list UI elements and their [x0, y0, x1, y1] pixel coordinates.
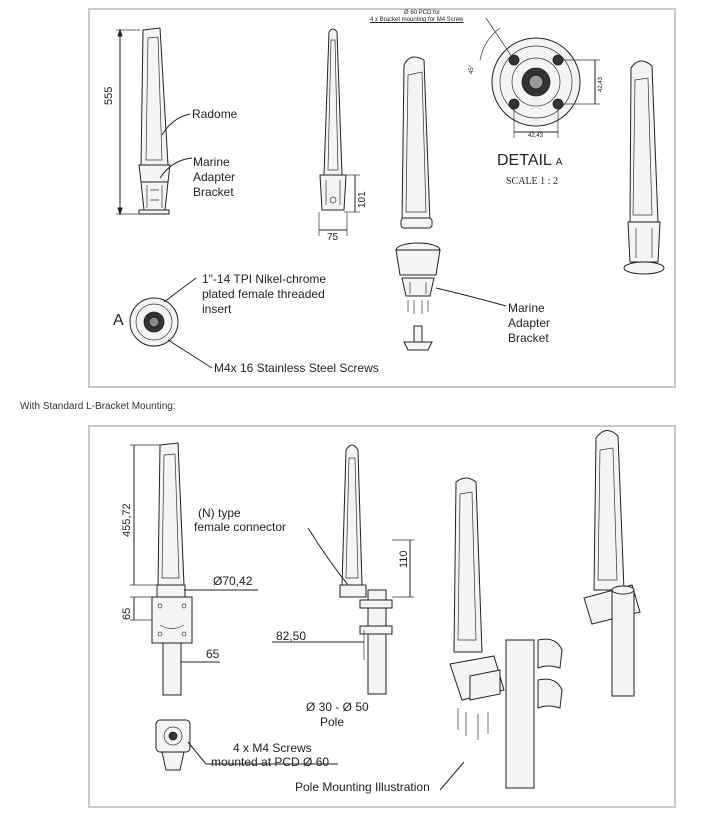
screws-count: 4 x M4 Screws	[233, 741, 312, 755]
connector-line-1: (N) type	[198, 506, 241, 520]
antenna-iso-view	[623, 60, 665, 275]
dim-101: 101	[357, 191, 368, 208]
pole-mount-illustration	[449, 477, 563, 789]
antenna-lbracket-side	[151, 442, 193, 696]
angle-45: 45°	[469, 64, 475, 74]
bracket-underside-detail	[155, 719, 191, 771]
detail-title: DETAIL A	[497, 152, 562, 170]
screws-pcd: mounted at PCD Ø 60	[211, 755, 330, 769]
detail-word: DETAIL	[497, 152, 552, 169]
detail-letter: A	[555, 157, 563, 168]
insert-line-3: insert	[202, 302, 232, 316]
bracket2-adapter: Adapter	[508, 316, 551, 330]
insert-line-1: 1"-14 TPI Nikel-chrome	[202, 272, 327, 286]
antenna-side-view-1	[138, 27, 171, 215]
dim-65-horizontal: 65	[206, 647, 220, 661]
dim-4243-vertical: 42,43	[598, 76, 604, 92]
label-bracket: Bracket	[193, 185, 234, 199]
antenna-pole-iso	[583, 430, 641, 697]
antenna-lbracket-front	[339, 444, 393, 695]
detail-scale: SCALE 1 : 2	[506, 176, 558, 187]
dim-8250: 82,50	[276, 629, 307, 643]
antenna-exploded-view	[395, 56, 441, 351]
section-caption: With Standard L-Bracket Mounting:	[20, 401, 176, 412]
label-marine: Marine	[193, 155, 230, 169]
pcd-note-2: 4 x Bracket mounting for M4 Screw	[370, 17, 464, 23]
screws-label: M4x 16 Stainless Steel Screws	[214, 361, 379, 375]
dim-4243-horizontal: 42,43	[528, 133, 544, 139]
pcd-note-1: Ø 60 PCD for	[404, 10, 441, 16]
pole-label: Pole	[320, 715, 345, 729]
label-adapter: Adapter	[193, 170, 236, 184]
antenna-front-view	[319, 28, 347, 211]
insert-line-2: plated female threaded	[202, 287, 325, 301]
pole-mount-illustration-label: Pole Mounting Illustration	[295, 780, 430, 794]
bracket2-marine: Marine	[508, 301, 545, 315]
dim-65-vertical: 65	[121, 607, 133, 620]
dim-110: 110	[398, 550, 410, 568]
connector-line-2: female connector	[194, 520, 287, 534]
label-radome: Radome	[192, 107, 238, 121]
dim-555: 555	[103, 86, 115, 105]
bracket2-bracket: Bracket	[508, 331, 549, 345]
pole-dia: Ø 30 - Ø 50	[306, 700, 369, 714]
dim-7042: Ø70,42	[213, 574, 253, 588]
dim-75: 75	[327, 232, 339, 243]
dim-45572: 455,72	[121, 503, 133, 537]
detail-marker-a: A	[113, 312, 124, 329]
detail-a-small	[129, 297, 179, 347]
detail-a-large	[491, 37, 581, 127]
